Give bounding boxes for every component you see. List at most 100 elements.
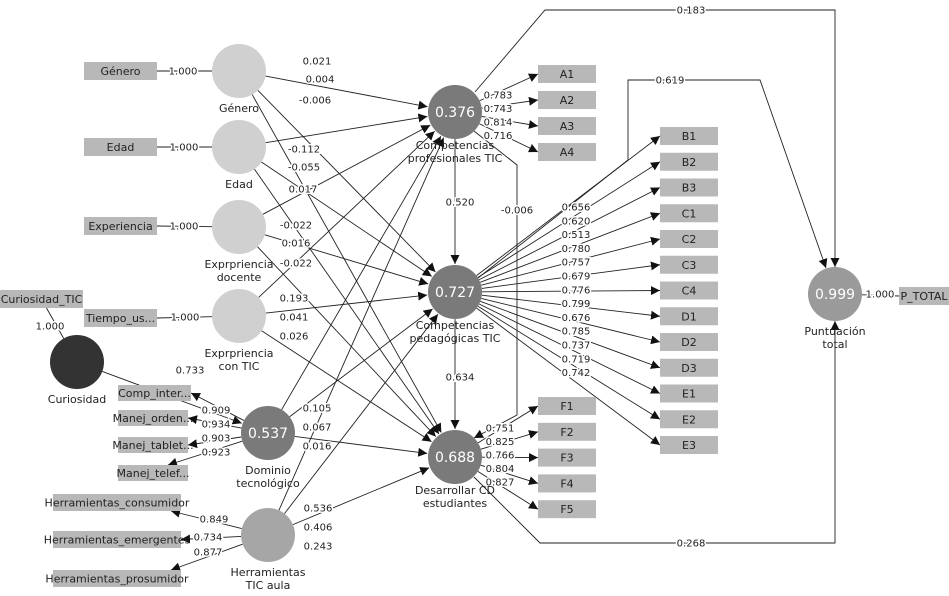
indicator-box[interactable]: F1	[538, 397, 596, 415]
path-arrow-edad-cped	[261, 161, 433, 277]
indicator-box[interactable]: D1	[660, 307, 718, 326]
indicator-rect	[660, 281, 718, 300]
indicator-box[interactable]: Comp_inter...	[118, 385, 191, 401]
loading-label: 0.923	[202, 448, 231, 459]
indicator-name: A2	[560, 94, 575, 107]
loading-arrow	[187, 415, 242, 429]
construct-circle	[428, 265, 482, 319]
indicator-box[interactable]: A3	[538, 117, 596, 135]
indicator-rect	[84, 62, 157, 80]
loading-arrow	[156, 225, 213, 228]
construct-exptic[interactable]	[212, 289, 266, 343]
indicator-box[interactable]: C4	[660, 281, 718, 300]
construct-cped[interactable]: 0.727	[428, 265, 482, 319]
loading-label: 0.776	[562, 285, 591, 296]
indicator-box[interactable]: D2	[660, 333, 718, 351]
indicator-rect	[538, 91, 596, 109]
indicator-box[interactable]: C2	[660, 230, 718, 248]
path-coefficient: -0.006	[501, 206, 533, 217]
indicator-box[interactable]: Manej_tablet...	[112, 437, 194, 453]
indicator-box[interactable]: A1	[538, 65, 596, 83]
indicator-box[interactable]: D3	[660, 358, 718, 377]
indicator-box[interactable]: Herramientas_consumidor	[45, 494, 190, 511]
loading-label: 0.783	[484, 91, 513, 102]
path-coefficient: 0.016	[282, 239, 311, 250]
construct-label: total	[822, 338, 847, 351]
indicator-name: Edad	[107, 141, 135, 154]
indicator-box[interactable]: E3	[660, 436, 718, 454]
indicator-rect	[538, 117, 596, 135]
indicator-name: F3	[560, 452, 573, 465]
indicator-name: C1	[682, 207, 697, 220]
construct-circle	[241, 406, 295, 460]
indicator-rect	[660, 358, 718, 377]
indicator-box[interactable]: Manej_telef...	[117, 465, 190, 481]
indicator-rect	[660, 255, 718, 274]
path-arrow-dominio-cped	[289, 308, 433, 418]
indicator-box[interactable]: Edad	[84, 138, 157, 156]
construct-genero[interactable]	[212, 44, 266, 98]
indicator-rect	[538, 422, 596, 441]
indicator-rect	[53, 570, 181, 587]
construct-circle	[808, 267, 862, 321]
indicator-box[interactable]: Manej_orden...	[113, 410, 194, 426]
indicator-box[interactable]: P_TOTAL	[899, 287, 949, 305]
construct-herr[interactable]	[241, 508, 295, 562]
indicator-box[interactable]: B3	[660, 178, 718, 197]
indicator-box[interactable]: C1	[660, 204, 718, 223]
loading-label: 0.656	[562, 203, 591, 214]
indicator-box[interactable]: C3	[660, 255, 718, 274]
construct-expdoc[interactable]	[212, 200, 266, 254]
path-arrow-expdoc-cd	[257, 246, 437, 437]
path-coefficient: 0.619	[656, 76, 685, 87]
indicator-box[interactable]: A2	[538, 91, 596, 109]
path-coefficient: 0.406	[304, 523, 333, 534]
indicator-box[interactable]: B1	[660, 127, 718, 145]
indicator-box[interactable]: E1	[660, 384, 718, 403]
loading-arrow	[187, 436, 242, 449]
indicator-box[interactable]: Herramientas_prosumidor	[45, 570, 189, 587]
indicator-rect	[660, 230, 718, 248]
indicator-box[interactable]: Curiosidad_TIC	[0, 290, 83, 308]
indicator-box[interactable]: F4	[538, 474, 596, 493]
indicator-name: A1	[560, 68, 575, 81]
construct-label: Exprpriencia	[204, 258, 273, 271]
construct-edad[interactable]	[212, 120, 266, 174]
path-arrow-cped-punt	[477, 79, 828, 279]
indicator-box[interactable]: F5	[538, 500, 596, 519]
indicator-box[interactable]: E2	[660, 410, 718, 429]
construct-label: Competencias	[416, 319, 495, 332]
loading-label: 0.679	[562, 272, 591, 283]
indicator-rect	[538, 500, 596, 519]
loading-arrow	[170, 543, 243, 572]
indicator-rect	[660, 204, 718, 223]
indicator-box[interactable]: A4	[538, 143, 596, 161]
indicator-box[interactable]: F2	[538, 422, 596, 441]
construct-dominio[interactable]: 0.537	[241, 406, 295, 460]
construct-label: Puntuación	[804, 325, 865, 338]
loading-arrow	[481, 96, 539, 109]
loading-arrow	[170, 508, 242, 529]
indicator-box[interactable]: Género	[84, 62, 157, 80]
indicator-box[interactable]: B2	[660, 152, 718, 171]
path-arrow-exptic-cped	[265, 291, 428, 314]
construct-cd[interactable]: 0.688	[428, 430, 482, 484]
indicator-rect	[538, 474, 596, 493]
construct-label: pedagógicas TIC	[410, 332, 501, 345]
indicator-box[interactable]: Experiencia	[84, 217, 157, 235]
loading-arrow	[479, 123, 539, 153]
loading-label: 1.000	[170, 143, 199, 154]
loading-label: 0.827	[486, 478, 515, 489]
construct-curiosidad[interactable]	[50, 335, 104, 389]
indicator-box[interactable]: F3	[538, 448, 596, 467]
loading-arrow	[478, 303, 661, 394]
indicator-box[interactable]: Tiempo_us...	[84, 309, 157, 327]
construct-label: Herramientas	[231, 566, 306, 579]
construct-cp[interactable]: 0.376	[428, 85, 482, 139]
loading-arrow	[861, 294, 900, 297]
loading-arrow	[167, 440, 243, 467]
construct-circle	[428, 85, 482, 139]
construct-punt[interactable]: 0.999	[808, 267, 862, 321]
indicator-box[interactable]: Herramientas_emergentes	[44, 531, 191, 548]
